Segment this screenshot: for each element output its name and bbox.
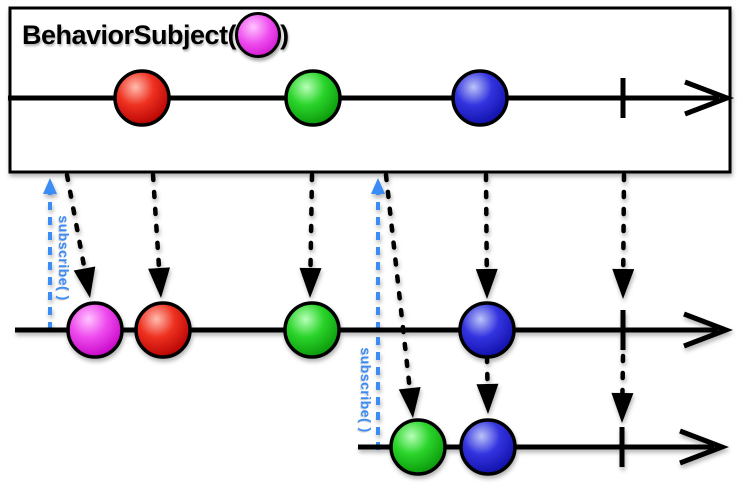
emission-arrowhead-icon-sub1-complete xyxy=(612,268,635,299)
subscriber-2-timeline-marble-blue xyxy=(459,418,517,476)
subscribe-label-1: subscribe( ) xyxy=(56,215,72,301)
subscribe-arrowhead-icon-1 xyxy=(43,178,57,194)
subscribe-arrowhead-icon-2 xyxy=(371,178,385,194)
emission-arrow-sub1-blue xyxy=(483,172,490,272)
subscriber-2-timeline-marble-green xyxy=(389,418,447,476)
subscriber-1-timeline-marble-green xyxy=(283,301,341,359)
emission-arrow-sub2-complete xyxy=(620,353,626,396)
emission-arrowhead-icon-sub1-magenta xyxy=(73,266,96,298)
emission-arrow-sub2-green xyxy=(383,172,412,391)
subscriber-1-timeline-marble-magenta xyxy=(66,301,124,359)
source-timeline-arrowhead-icon xyxy=(684,79,735,117)
emission-arrowhead-icon-sub1-red xyxy=(148,267,171,298)
subscriber-2-timeline-arrowhead-icon xyxy=(679,428,730,466)
emission-arrow-sub1-magenta xyxy=(64,172,87,271)
emission-arrowhead-icon-sub1-green xyxy=(299,267,322,298)
subscriber-1-timeline-arrowhead-icon xyxy=(683,311,734,349)
subscribe-label-2: subscribe( ) xyxy=(358,347,374,433)
emission-arrowhead-icon-sub1-blue xyxy=(475,268,498,299)
emission-arrow-sub1-green xyxy=(308,172,315,271)
initial-value-marble-icon xyxy=(235,12,282,58)
emission-arrowhead-icon-sub2-green xyxy=(398,386,421,418)
title-prefix: BehaviorSubject( xyxy=(22,19,237,50)
source-timeline-marble-red xyxy=(113,69,171,127)
behavior-subject-title: BehaviorSubject( ) xyxy=(22,12,289,58)
title-suffix: ) xyxy=(280,19,289,50)
source-timeline-marble-green xyxy=(284,69,342,127)
subscriber-1-timeline-marble-blue xyxy=(458,301,516,359)
source-timeline-marble-blue xyxy=(451,69,509,127)
emission-arrow-sub1-complete xyxy=(620,172,627,272)
emission-arrow-sub1-red xyxy=(150,172,162,271)
emission-arrowhead-icon-sub2-blue xyxy=(476,383,499,414)
subscriber-1-timeline-marble-red xyxy=(134,301,192,359)
emission-arrowhead-icon-sub2-complete xyxy=(611,392,634,423)
